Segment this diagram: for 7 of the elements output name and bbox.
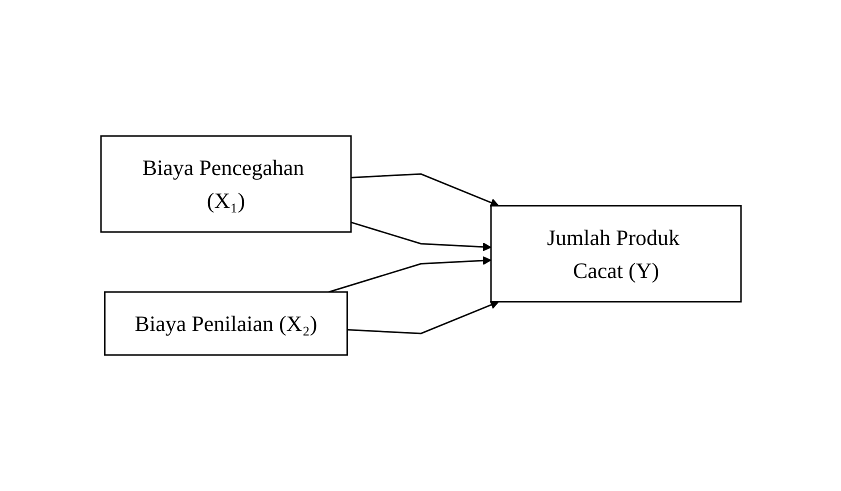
arrow	[346, 300, 499, 334]
node-box: Biaya Pencegahan (X₁)	[100, 135, 352, 233]
arrow	[350, 173, 499, 207]
arrow	[328, 256, 491, 293]
node-box: Jumlah Produk Cacat (Y)	[490, 205, 742, 302]
arrow	[350, 222, 491, 252]
node-box: Biaya Penilaian (X₂)	[104, 291, 348, 356]
